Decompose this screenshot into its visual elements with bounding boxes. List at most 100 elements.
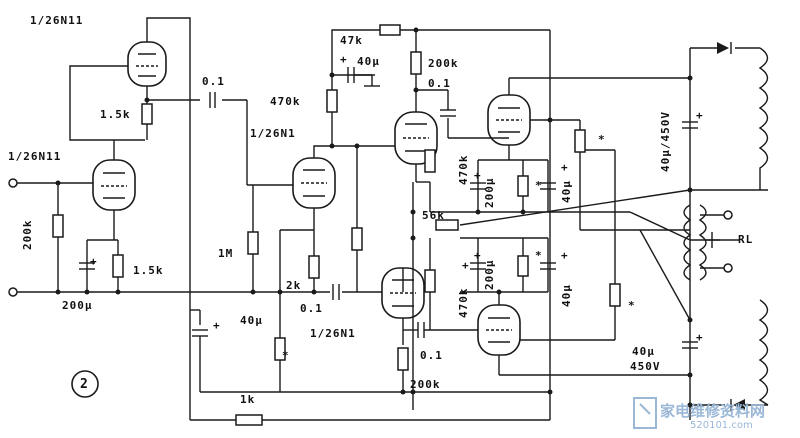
resistor-47k (379, 24, 401, 36)
label-r-47k: 47k (340, 34, 363, 47)
resistor-200k-bottom (397, 347, 409, 371)
capacitor-40u-supply (192, 329, 208, 350)
label-r-200k-plate: 200k (428, 57, 459, 70)
capacitor-0-1-upper (440, 109, 456, 117)
resistor-bias-lower (517, 255, 529, 277)
diode-top (717, 42, 732, 54)
junction-dots (55, 27, 693, 408)
capacitor-0-1-input (209, 92, 216, 108)
resistor-1-5k-top (141, 103, 153, 125)
capacitor-0-1-bottom (417, 322, 425, 338)
label-tube-mid: 1/26N1 (250, 127, 296, 140)
label-cap-psu-bottom-b: 450V (630, 360, 661, 373)
label-r-2k: 2k (286, 279, 302, 292)
resistor-screen-lower (609, 283, 621, 307)
capacitor-40u-lower (540, 262, 556, 270)
resistor-200k-input (52, 214, 64, 238)
label-plus-lower-470k: + (462, 259, 470, 272)
resistor-2k (308, 255, 320, 279)
output-terminal-top (723, 210, 733, 220)
label-plus-psu-top: + (696, 109, 704, 122)
label-plus-lower-40u: + (561, 249, 569, 262)
label-r-200k-input: 200k (21, 219, 34, 251)
label-c-200u-upper: 200μ (483, 177, 496, 209)
label-c-200u-lower: 200μ (483, 259, 496, 291)
capacitor-40u-upper (540, 182, 556, 190)
input-terminal-bottom (8, 287, 18, 297)
output-terminal-bottom (723, 263, 733, 273)
label-c-0-1-upper: 0.1 (428, 77, 451, 90)
label-tube-left: 1/26N11 (8, 150, 62, 163)
label-r-1k: 1k (240, 393, 256, 406)
label-plus-upper-40u: + (561, 161, 569, 174)
label-figure-number: 2 (80, 377, 89, 392)
coil-psu-top (758, 47, 769, 190)
capacitor-psu-bottom (682, 341, 698, 349)
label-star-lower-bias: * (535, 249, 543, 262)
capacitor-200u-lower (470, 262, 486, 270)
label-star-upper-screen: * (598, 133, 606, 146)
label-load-rl: RL (738, 233, 754, 246)
label-c-200u-input: 200μ (62, 299, 93, 312)
resistor-mid-right (351, 227, 363, 251)
resistor-screen-upper (574, 129, 586, 153)
tube-output-lower (477, 304, 521, 356)
label-c-40u-decouple: 40μ (357, 55, 380, 68)
label-c-0-1-bottom: 0.1 (420, 349, 443, 362)
diode-bottom (730, 399, 745, 411)
resistor-470k-lower (424, 269, 436, 293)
resistor-1-5k-input (112, 254, 124, 278)
label-cap-psu-bottom-a: 40μ (632, 345, 655, 358)
label-star-upper-bias: * (535, 179, 543, 192)
label-r-56k: 56k (422, 209, 445, 222)
capacitor-200u-upper (470, 182, 486, 190)
resistor-1k (235, 414, 263, 426)
resistor-470k-upper (424, 149, 436, 173)
resistor-star-left (274, 337, 286, 361)
label-r-200k-bottom: 200k (410, 378, 441, 391)
resistor-56k (435, 219, 459, 231)
label-r-470k-lower: 470k (457, 287, 470, 319)
label-tube-bottom: 1/26N1 (310, 327, 356, 340)
label-c-40u-supply: 40μ (240, 314, 263, 327)
watermark-logo-icon (633, 397, 657, 429)
label-tube-top: 1/26N11 (30, 14, 84, 27)
label-plus-decouple: + (340, 53, 348, 66)
output-transformer (683, 204, 720, 281)
label-c-40u-upper: 40μ (560, 180, 573, 203)
coil-psu-bottom (758, 299, 769, 406)
watermark-text-cn: 家电维修资料网 (660, 402, 766, 420)
figure-number-circle (71, 370, 99, 398)
watermark-text-url: 520101.com (690, 420, 753, 431)
label-plus-supply: + (213, 319, 221, 332)
label-star-left: * (282, 349, 290, 362)
label-c-0-1-input: 0.1 (202, 75, 225, 88)
resistor-bias-upper (517, 175, 529, 197)
label-star-lower-screen: * (628, 299, 636, 312)
resistor-1m (247, 231, 259, 255)
label-r-470k-upper: 470k (457, 154, 470, 186)
label-r-1-5k-top: 1.5k (100, 108, 131, 121)
tube-mid-1-26n1 (292, 157, 336, 209)
label-plus-upper: + (474, 169, 482, 182)
label-r-1m: 1M (218, 247, 234, 260)
input-terminal-top (8, 178, 18, 188)
label-r-470k-left: 470k (270, 95, 301, 108)
resistor-200k-plate (410, 51, 422, 75)
label-plus-psu-bottom: + (696, 331, 704, 344)
capacitor-200u-input (79, 262, 95, 270)
capacitor-40u-decouple (347, 67, 380, 87)
label-plus-input: + (90, 255, 98, 268)
capacitor-psu-top (682, 121, 698, 129)
tube-left-1-26n11 (92, 159, 136, 211)
capacitor-0-1-mid (332, 284, 340, 300)
tube-top-1-26n11 (127, 41, 167, 87)
label-cap-psu-top: 40μ/450V (659, 111, 672, 172)
label-r-1-5k-input: 1.5k (133, 264, 164, 277)
resistor-470k-left (326, 89, 338, 113)
label-c-0-1-mid: 0.1 (300, 302, 323, 315)
label-plus-lower: + (474, 249, 482, 262)
label-c-40u-lower: 40μ (560, 284, 573, 307)
